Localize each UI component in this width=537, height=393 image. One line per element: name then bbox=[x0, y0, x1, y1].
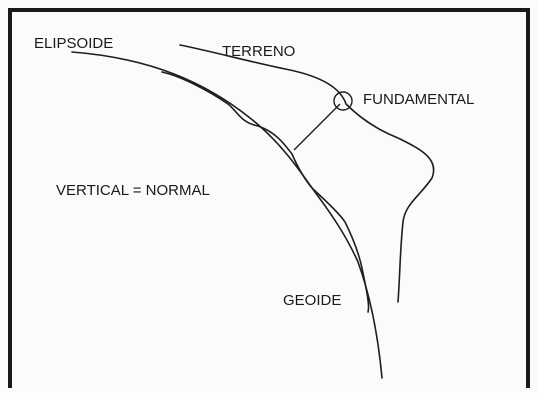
ellipsoid-curve bbox=[72, 52, 382, 378]
label-elipsoide: ELIPSOIDE bbox=[34, 35, 113, 52]
fundamental-point-marker bbox=[334, 92, 352, 110]
terrain-curve bbox=[180, 45, 434, 302]
label-geoide: GEOIDE bbox=[283, 292, 341, 309]
frame-border bbox=[10, 10, 528, 388]
label-fundamental: FUNDAMENTAL bbox=[363, 91, 474, 108]
label-terreno: TERRENO bbox=[222, 43, 295, 60]
label-vertical-normal: VERTICAL = NORMAL bbox=[56, 182, 210, 199]
normal-line bbox=[294, 104, 340, 150]
